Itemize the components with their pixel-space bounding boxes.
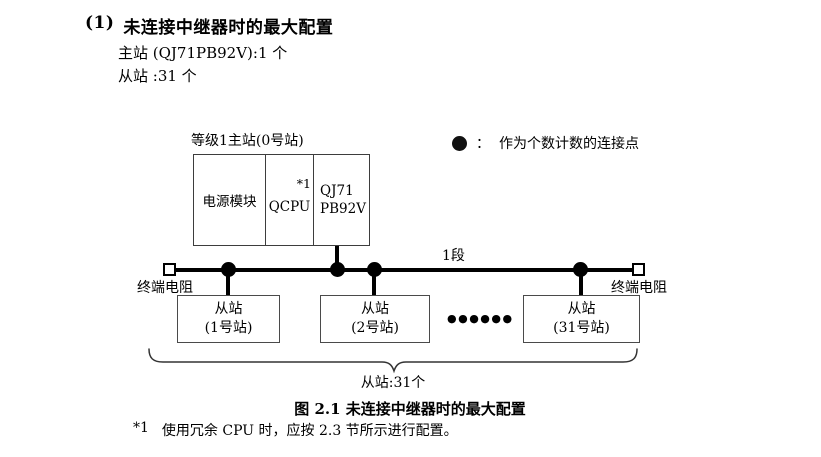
slave-station-2-number: (2号站): [351, 320, 399, 336]
connection-point: [330, 262, 345, 277]
footnote-text: 使用冗余 CPU 时，应按 2.3 节所示进行配置。: [161, 423, 458, 439]
underbrace: [148, 348, 638, 374]
slave-station-1-box: 从站 (1号站): [177, 295, 280, 343]
section-number: (1): [85, 13, 115, 33]
slave-count-label: 从站:31个: [360, 375, 426, 391]
slave-station-31-name: 从站: [567, 301, 596, 318]
slave-station-31-box: 从站 (31号站): [523, 295, 640, 343]
figure-caption: 图 2.1 未连接中继器时的最大配置: [294, 400, 526, 418]
section-title: 未连接中继器时的最大配置: [123, 18, 334, 38]
footnote-marker: *1: [133, 420, 149, 436]
master-station-box: 电源模块 *1 QCPU QJ71 PB92V: [193, 154, 370, 246]
terminator-right-label: 终端电阻: [611, 280, 667, 296]
legend: ： 作为个数计数的连接点: [452, 133, 639, 153]
slave2-drop-line: [372, 271, 376, 295]
slave-station-2-name: 从站: [361, 301, 389, 318]
spec-master-station: 主站 (QJ71PB92V):1 个: [118, 44, 288, 62]
slave31-drop-line: [579, 271, 583, 295]
spec-slave-station: 从站 :31 个: [118, 67, 197, 85]
qcpu-cell: *1 QCPU: [266, 155, 314, 245]
bus-line: [176, 268, 635, 272]
qj71pb92v-cell: QJ71 PB92V: [320, 182, 366, 217]
slave-station-31-number: (31号站): [553, 320, 610, 336]
connection-point: [221, 262, 236, 277]
legend-separator: ：: [476, 136, 490, 152]
terminator-left-label: 终端电阻: [137, 280, 193, 296]
slave-station-1-name: 从站: [214, 301, 243, 318]
slave-station-2-box: 从站 (2号站): [320, 295, 430, 343]
master-station-label: 等级1主站(0号站): [191, 133, 304, 149]
footnote: *1 使用冗余 CPU 时，应按 2.3 节所示进行配置。: [133, 420, 458, 440]
connection-point: [367, 262, 382, 277]
slave-station-1-number: (1号站): [204, 320, 253, 336]
segment-label: 1段: [442, 248, 465, 264]
legend-text: 作为个数计数的连接点: [499, 136, 639, 152]
power-module-cell: 电源模块: [194, 155, 266, 245]
terminator-left-icon: [163, 263, 176, 276]
qcpu-label: QCPU: [268, 199, 311, 215]
master-drop-line: [335, 246, 339, 270]
connection-point: [573, 262, 588, 277]
qcpu-footnote-ref: *1: [296, 176, 311, 191]
connection-point-icon: [452, 135, 467, 151]
ellipsis-dots: ●●●●●●: [447, 312, 514, 325]
terminator-right-icon: [632, 263, 645, 276]
section-heading: (1) 未连接中继器时的最大配置: [85, 13, 333, 38]
slave1-drop-line: [226, 271, 230, 295]
